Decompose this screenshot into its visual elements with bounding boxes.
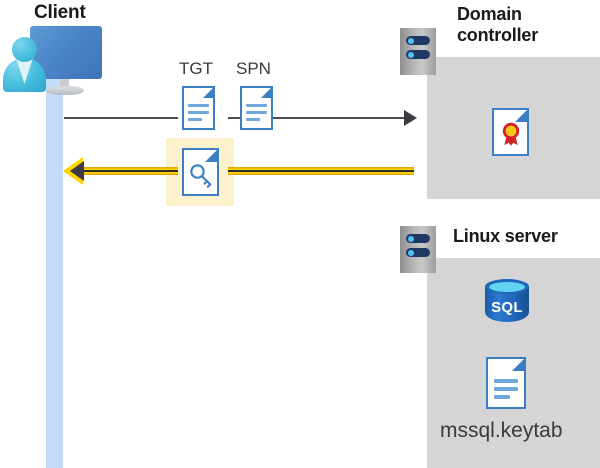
key-icon <box>190 164 212 188</box>
spn-document-icon <box>240 86 273 130</box>
sql-database-icon: SQL <box>485 278 529 328</box>
monitor-stand-icon <box>60 79 69 90</box>
tgt-label: TGT <box>179 59 213 78</box>
tgt-document-icon <box>182 86 215 130</box>
keytab-document-icon <box>486 357 526 409</box>
domain-controller-title: Domain controller <box>457 4 539 45</box>
linux-server-server-icon <box>400 226 436 273</box>
arrow-left-inner-icon <box>70 161 84 181</box>
sql-database-label: SQL <box>491 299 523 316</box>
certificate-seal-icon <box>502 122 520 146</box>
client-lifeline-bar <box>46 60 63 468</box>
monitor-base-icon <box>46 86 84 95</box>
spn-label: SPN <box>236 59 271 78</box>
client-title: Client <box>34 2 86 23</box>
linux-server-title: Linux server <box>453 226 558 246</box>
keytab-label: mssql.keytab <box>440 419 563 442</box>
key-document-icon <box>182 148 219 196</box>
request-arrow-line-right <box>228 117 412 119</box>
request-arrow-line-left <box>64 117 178 119</box>
user-head-icon <box>12 37 37 62</box>
arrow-right-icon <box>404 110 417 126</box>
certificate-document-icon <box>492 108 529 156</box>
domain-controller-server-icon <box>400 28 436 75</box>
response-arrow-line-left <box>78 167 178 175</box>
response-arrow-line-right <box>228 167 414 175</box>
